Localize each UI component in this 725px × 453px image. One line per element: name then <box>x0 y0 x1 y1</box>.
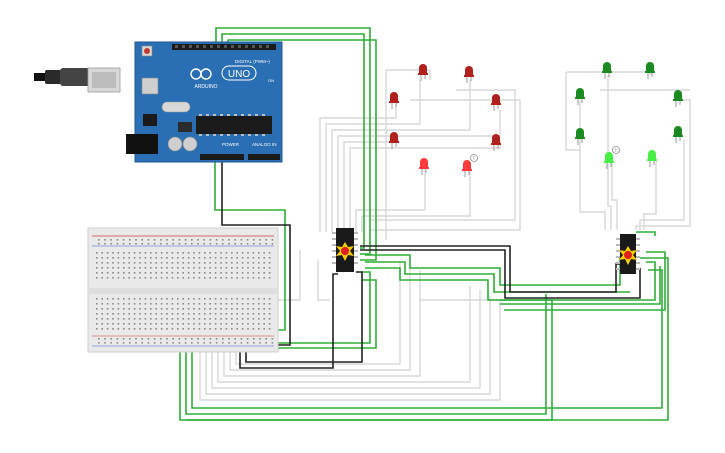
led-group <box>389 62 683 177</box>
green-wires <box>179 27 669 421</box>
red-led-icon[interactable] <box>491 94 501 111</box>
gray-wires <box>199 69 691 401</box>
warning-badge-red[interactable]: ! <box>470 154 478 163</box>
red-led-icon[interactable] <box>462 160 472 177</box>
warning-badge-text: ! <box>615 148 616 154</box>
microcontroller-chip <box>196 116 272 134</box>
analog-label: ANALOG IN <box>252 142 277 147</box>
on-label: ON <box>268 78 274 83</box>
arduino-logo-icon <box>190 68 212 80</box>
green-led-icon[interactable] <box>602 62 612 79</box>
digital-label: DIGITAL (PWM~) <box>235 59 270 64</box>
error-burst-icon <box>336 242 354 261</box>
black-wires <box>221 162 641 369</box>
red-led-icon[interactable] <box>491 134 501 151</box>
red-led-icon[interactable] <box>389 92 399 109</box>
power-label: POWER <box>222 142 240 147</box>
arduino-uno-board[interactable]: DIGITAL (PWM~) ARDUINO UNO ON <box>126 41 283 163</box>
analog-header[interactable] <box>248 154 280 160</box>
green-led-icon[interactable] <box>645 62 655 79</box>
warning-badge-green[interactable]: ! <box>612 146 620 155</box>
red-led-icon[interactable] <box>464 66 474 83</box>
error-burst-icon <box>619 246 637 265</box>
green-led-icon[interactable] <box>647 150 657 167</box>
breadboard[interactable] <box>87 227 279 353</box>
red-led-icon[interactable] <box>419 158 429 175</box>
green-led-icon[interactable] <box>604 152 614 169</box>
green-led-icon[interactable] <box>673 126 683 143</box>
shift-register-left[interactable] <box>332 228 358 272</box>
red-led-icon[interactable] <box>389 132 399 149</box>
red-led-icon[interactable] <box>418 64 428 81</box>
arduino-brand-label: ARDUINO <box>194 84 217 90</box>
power-header[interactable] <box>200 154 244 160</box>
shift-register-right[interactable] <box>616 234 640 274</box>
warning-badge-text: ! <box>473 156 474 162</box>
green-led-icon[interactable] <box>575 88 585 105</box>
breadboard-holes <box>96 239 274 344</box>
usb-cable <box>34 67 121 93</box>
green-led-icon[interactable] <box>673 90 683 107</box>
green-led-icon[interactable] <box>575 128 585 145</box>
uno-label: UNO <box>228 69 250 80</box>
